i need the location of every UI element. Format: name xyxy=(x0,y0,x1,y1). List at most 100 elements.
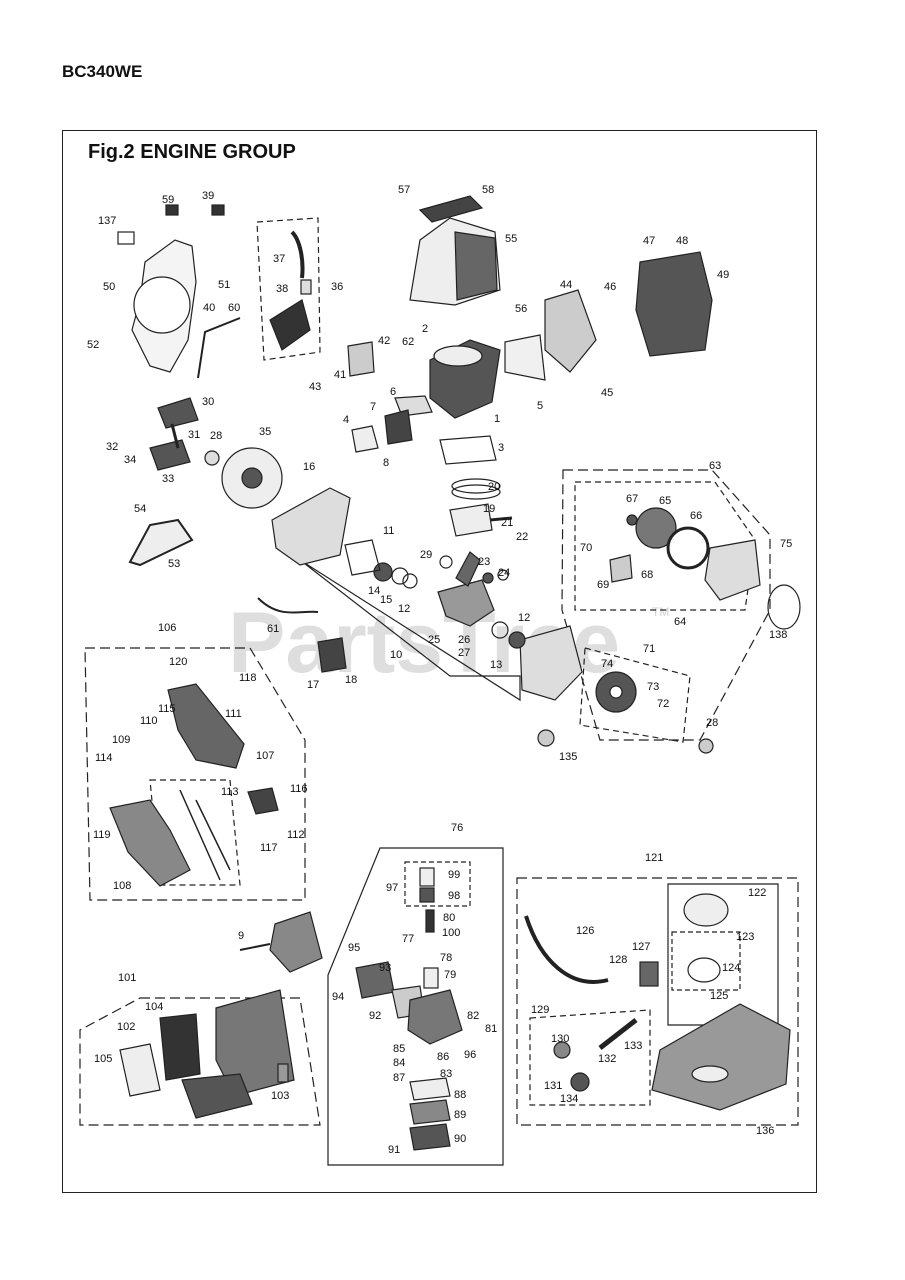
part-callout-88: 88 xyxy=(454,1089,466,1101)
part-callout-79: 79 xyxy=(444,969,456,981)
part-callout-130: 130 xyxy=(551,1033,569,1045)
part-callout-5: 5 xyxy=(537,400,543,412)
part-callout-77: 77 xyxy=(402,933,414,945)
part-callout-135: 135 xyxy=(559,751,577,763)
part-callout-57: 57 xyxy=(398,184,410,196)
part-callout-120: 120 xyxy=(169,656,187,668)
group-76-boundary xyxy=(327,847,504,1166)
part-callout-45: 45 xyxy=(601,387,613,399)
part-callout-48: 48 xyxy=(676,235,688,247)
group-10-boundary xyxy=(299,559,521,702)
part-callout-123: 123 xyxy=(736,931,754,943)
part-callout-119: 119 xyxy=(93,829,111,841)
group-36-boundary xyxy=(256,217,321,361)
carburetor-body xyxy=(407,989,463,1045)
part-callout-44: 44 xyxy=(560,279,572,291)
part-callout-43: 43 xyxy=(309,381,321,393)
part-callout-74: 74 xyxy=(601,658,613,670)
part-callout-103: 103 xyxy=(271,1090,289,1102)
part-callout-26: 26 xyxy=(458,634,470,646)
part-callout-36: 36 xyxy=(331,281,343,293)
group-71-boundary xyxy=(579,647,691,743)
part-callout-126: 126 xyxy=(576,925,594,937)
part-callout-107: 107 xyxy=(256,750,274,762)
grip-108 xyxy=(109,799,191,887)
part-callout-50: 50 xyxy=(103,281,115,293)
diagram-frame xyxy=(62,130,817,1193)
part-callout-108: 108 xyxy=(113,880,131,892)
part-callout-8: 8 xyxy=(383,457,389,469)
part-callout-60: 60 xyxy=(228,302,240,314)
part-callout-66: 66 xyxy=(690,510,702,522)
part-callout-67: 67 xyxy=(626,493,638,505)
part-callout-101: 101 xyxy=(118,972,136,984)
part-callout-94: 94 xyxy=(332,991,344,1003)
part-callout-68: 68 xyxy=(641,569,653,581)
part-callout-13: 13 xyxy=(490,659,502,671)
watermark-tm: TM xyxy=(652,605,669,619)
group-129-boundary xyxy=(529,1009,651,1106)
part-callout-82: 82 xyxy=(467,1010,479,1022)
part-callout-34: 34 xyxy=(124,454,136,466)
part-callout-42: 42 xyxy=(378,335,390,347)
part-callout-17: 17 xyxy=(307,679,319,691)
part-callout-117: 117 xyxy=(260,842,278,854)
part-callout-83: 83 xyxy=(440,1068,452,1080)
part-callout-125: 125 xyxy=(710,990,728,1002)
part-callout-138: 138 xyxy=(769,629,787,641)
part-callout-99: 99 xyxy=(448,869,460,881)
part-callout-114: 114 xyxy=(95,752,113,764)
part-callout-49: 49 xyxy=(717,269,729,281)
part-callout-104: 104 xyxy=(145,1001,163,1013)
group-123-boundary xyxy=(671,931,741,991)
part-callout-64: 64 xyxy=(674,616,686,628)
part-callout-31: 31 xyxy=(188,429,200,441)
part-callout-47: 47 xyxy=(643,235,655,247)
group-101-boundary xyxy=(79,997,321,1126)
part-callout-81: 81 xyxy=(485,1023,497,1035)
part-callout-1: 1 xyxy=(494,413,500,425)
throttle-handle-107 xyxy=(167,683,245,769)
part-callout-62: 62 xyxy=(402,336,414,348)
part-callout-91: 91 xyxy=(388,1144,400,1156)
air-cleaner-cover xyxy=(215,989,295,1097)
part-callout-90: 90 xyxy=(454,1133,466,1145)
part-callout-27: 27 xyxy=(458,647,470,659)
part-callout-98: 98 xyxy=(448,890,460,902)
part-callout-92: 92 xyxy=(369,1010,381,1022)
part-callout-10: 10 xyxy=(390,649,402,661)
group-121-boundary xyxy=(516,877,799,1126)
model-number: BC340WE xyxy=(62,62,143,81)
part-callout-128: 128 xyxy=(609,954,627,966)
part-callout-134: 134 xyxy=(560,1093,578,1105)
part-callout-35: 35 xyxy=(259,426,271,438)
figure-title: Fig.2 ENGINE GROUP xyxy=(88,141,296,163)
part-callout-59: 59 xyxy=(162,194,174,206)
part-callout-131: 131 xyxy=(544,1080,562,1092)
part-callout-71: 71 xyxy=(643,643,655,655)
part-callout-52: 52 xyxy=(87,339,99,351)
part-callout-9: 9 xyxy=(238,930,244,942)
part-callout-30: 30 xyxy=(202,396,214,408)
fuel-tank xyxy=(651,1003,791,1111)
part-callout-24: 24 xyxy=(498,567,510,579)
part-callout-87: 87 xyxy=(393,1072,405,1084)
part-callout-121: 121 xyxy=(645,852,663,864)
part-callout-136: 136 xyxy=(756,1125,774,1137)
part-callout-132: 132 xyxy=(598,1053,616,1065)
part-callout-16: 16 xyxy=(303,461,315,473)
part-callout-39: 39 xyxy=(202,190,214,202)
part-callout-113: 113 xyxy=(221,786,239,798)
part-callout-23: 23 xyxy=(478,556,490,568)
part-callout-37: 37 xyxy=(273,253,285,265)
part-callout-28: 28 xyxy=(210,430,222,442)
part-callout-109: 109 xyxy=(112,734,130,746)
part-callout-61: 61 xyxy=(267,623,279,635)
part-callout-14: 14 xyxy=(368,585,380,597)
part-callout-124: 124 xyxy=(722,962,740,974)
part-callout-95: 95 xyxy=(348,942,360,954)
label-137 xyxy=(117,231,135,245)
part-callout-11: 11 xyxy=(383,525,394,537)
part-callout-72: 72 xyxy=(657,698,669,710)
part-callout-137: 137 xyxy=(98,215,116,227)
